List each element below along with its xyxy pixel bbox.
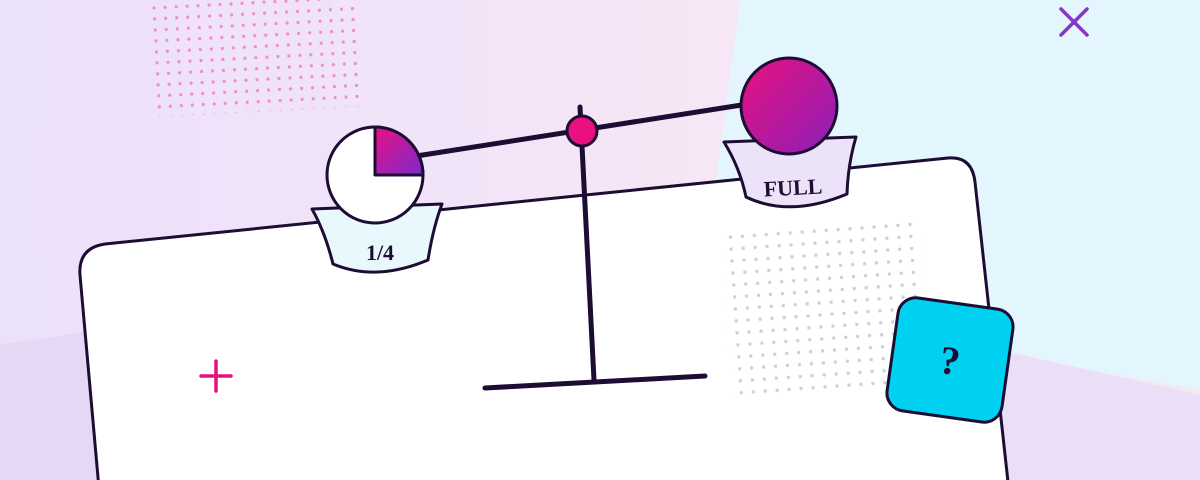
scale-pivot [565,114,599,148]
right-pan: FULL [722,56,858,209]
balance-scale [407,101,751,391]
full-ball [739,56,839,156]
scale-post [577,104,597,383]
question-card[interactable]: ? [885,295,1016,424]
right-pan-label: FULL [763,173,823,201]
background-lavender-wedge-right [1000,350,1200,480]
left-pan-bowl [310,202,444,274]
grey-dot-pattern [719,214,932,397]
quarter-fraction-circle [325,125,425,225]
left-pan-label: 1/4 [366,240,394,265]
right-pan-bowl [722,135,858,209]
quarter-fraction-slice [373,125,425,177]
left-pan: 1/4 [310,125,444,274]
plus-icon [199,359,233,393]
pink-dot-pattern [146,0,361,118]
close-icon[interactable] [1059,7,1089,37]
